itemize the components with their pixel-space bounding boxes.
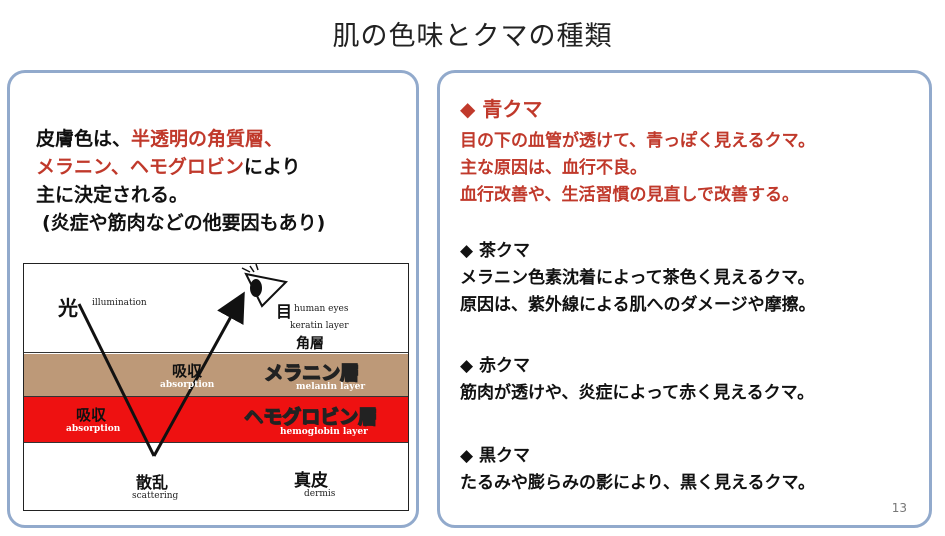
melanin-layer — [24, 354, 408, 397]
eye-label-en: human eyes — [294, 304, 349, 314]
hemoglobin-label-jp: ヘモグロビン層 — [243, 406, 378, 429]
red-kuma-heading: ◆ 赤クマ — [460, 356, 530, 376]
skin-color-intro: 皮膚色は、半透明の角質層、 メラニン、ヘモグロビンにより 主に決定される。 (炎… — [36, 125, 325, 237]
light-label-en: illumination — [92, 298, 147, 308]
melanin-label-en: melanin layer — [296, 382, 366, 392]
eye-label-jp: 目 — [276, 302, 293, 321]
black-kuma-section: ◆ 黒クマ たるみや膨らみの影により、黒く見えるクマ。 — [460, 443, 815, 497]
intro-line-1: 皮膚色は、半透明の角質層、 — [36, 128, 284, 150]
hemo-absorption-en: absorption — [66, 424, 121, 434]
dermis-label-en: dermis — [304, 489, 336, 499]
reflected-light-arrow — [152, 291, 245, 457]
scatter-label-jp: 散乱 — [136, 473, 169, 492]
slide-title: 肌の色味とクマの種類 — [332, 21, 613, 52]
keratin-label-en: keratin layer — [290, 321, 349, 331]
intro-line-4: (炎症や筋肉などの他要因もあり) — [42, 212, 326, 234]
page-number: 13 — [891, 501, 907, 515]
melanin-label-jp: メラニン層 — [263, 362, 360, 385]
dermis-layer — [24, 444, 408, 510]
blue-kuma-heading: ◆ 青クマ — [460, 97, 543, 121]
dermis-label-jp: 真皮 — [294, 471, 328, 491]
melanin-absorption-en: absorption — [160, 380, 215, 390]
skin-layer-diagram: 光 illumination 目 human eyes keratin laye… — [23, 263, 409, 511]
brown-kuma-heading: ◆ 茶クマ — [460, 241, 530, 261]
skin-color-panel: 皮膚色は、半透明の角質層、 メラニン、ヘモグロビンにより 主に決定される。 (炎… — [7, 70, 419, 528]
scatter-label-en: scattering — [132, 491, 179, 501]
eye-icon — [241, 264, 289, 308]
black-kuma-heading: ◆ 黒クマ — [460, 446, 530, 466]
hemoglobin-label-en: hemoglobin layer — [280, 427, 368, 437]
hemoglobin-layer — [24, 397, 408, 443]
dark-circle-types-panel: ◆ 青クマ 目の下の血管が透けて、青っぽく見えるクマ。 主な原因は、血行不良。 … — [437, 70, 932, 528]
intro-line-3: 主に決定される。 — [36, 184, 189, 206]
light-path-arrows — [77, 264, 289, 457]
red-kuma-section: ◆ 赤クマ 筋肉が透けや、炎症によって赤く見えるクマ。 — [460, 353, 814, 407]
incident-light-line — [77, 303, 156, 457]
melanin-absorption-jp: 吸収 — [172, 362, 203, 380]
blue-kuma-description: 目の下の血管が透けて、青っぽく見えるクマ。 主な原因は、血行不良。 血行改善や、… — [460, 131, 816, 205]
keratin-label-jp: 角層 — [296, 336, 324, 352]
intro-line-2: メラニン、ヘモグロビンにより — [36, 156, 301, 178]
light-label-jp: 光 — [58, 296, 78, 320]
hemo-absorption-jp: 吸収 — [76, 406, 107, 424]
brown-kuma-section: ◆ 茶クマ メラニン色素沈着によって茶色く見えるクマ。 原因は、紫外線による肌へ… — [460, 238, 816, 319]
